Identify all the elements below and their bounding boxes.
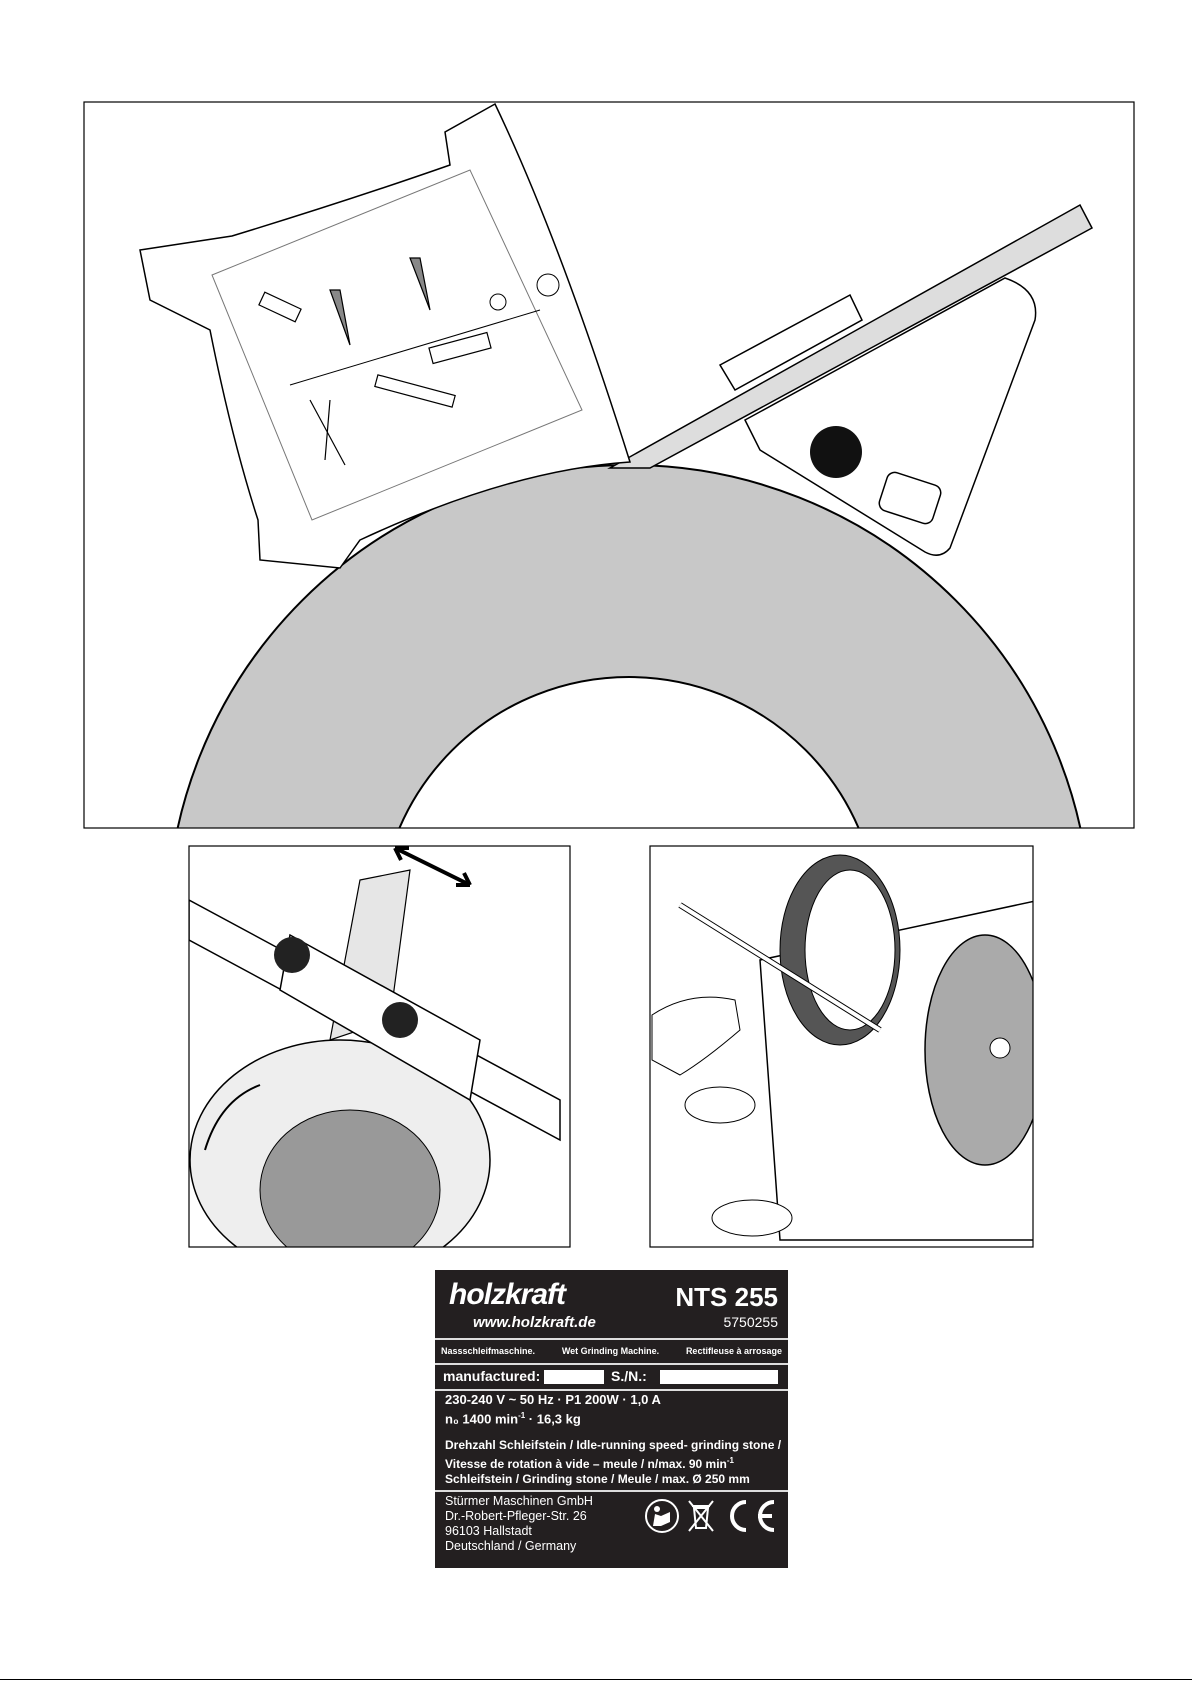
knob-2 [382, 1002, 418, 1038]
manufactured-label: manufactured: [443, 1368, 541, 1384]
article-number: 5750255 [723, 1314, 778, 1330]
ce-mark-icon [730, 1500, 775, 1532]
stone-specs: Drehzahl Schleifstein / Idle-running spe… [445, 1438, 781, 1487]
tool-rest-bar [607, 203, 1094, 469]
name-de: Nassschleifmaschine. [441, 1346, 536, 1356]
grinding-wheel [924, 934, 1033, 1166]
website: www.holzkraft.de [473, 1314, 596, 1331]
speed-line-1: Drehzahl Schleifstein / Idle-running spe… [445, 1438, 782, 1452]
label-plate [878, 471, 942, 525]
figure-3-frame [649, 845, 1034, 1248]
specs-line-1: 230-240 V ~ 50 Hz · P1 200W · 1,0 A [445, 1392, 661, 1407]
figure-honing-wheel [651, 854, 1033, 1241]
electrical-specs: 230-240 V ~ 50 Hz · P1 200W · 1,0 A n₀ 1… [445, 1392, 661, 1427]
hand [651, 996, 741, 1076]
figure-2-frame [188, 845, 571, 1248]
speed-line-3: Schleifstein / Grinding stone / Meule / … [445, 1472, 750, 1486]
wheel-hole [398, 676, 860, 828]
weee-bin-icon [688, 1500, 714, 1532]
specs-line-2: n₀ 1400 min-1 · 16,3 kg [445, 1411, 581, 1427]
angle-template [139, 102, 632, 569]
nameplate: holzkraft www.holzkraft.de NTS 255 57502… [435, 1270, 788, 1568]
name-fr: Rectifleuse à arrosage [685, 1346, 782, 1356]
speed-line-2: Vitesse de rotation à vide – meule / n/m… [445, 1456, 735, 1471]
footer-rule [0, 1679, 1192, 1680]
black-knob [810, 426, 862, 478]
tool-rest-block [718, 293, 863, 392]
serial-label: S./N.: [611, 1368, 647, 1384]
model-name: NTS 255 [675, 1282, 778, 1312]
tool-holder [279, 933, 481, 1102]
manufacture-row: manufactured: S./N.: [435, 1365, 788, 1387]
figure-tool-holder [189, 846, 561, 1247]
rotation-arrow-icon [204, 1084, 261, 1151]
read-manual-icon [645, 1499, 679, 1533]
tool-icons [258, 257, 492, 466]
machine-names: Nassschleifmaschine. Wet Grinding Machin… [435, 1340, 788, 1362]
brand-logo: holzkraft [449, 1278, 566, 1311]
serial-field [660, 1370, 778, 1384]
double-arrow-icon [393, 846, 472, 887]
manufacturer-address: Stürmer Maschinen GmbH Dr.-Robert-Pflege… [445, 1494, 593, 1553]
name-en: Wet Grinding Machine. [561, 1346, 660, 1356]
figure-1-frame [83, 101, 1135, 829]
paste-tin [684, 1086, 756, 1124]
knob-1 [274, 937, 310, 973]
paste-lid [711, 1199, 793, 1237]
figure-template-on-wheel [139, 102, 1094, 828]
manufactured-field [544, 1370, 604, 1384]
holder-bracket [744, 277, 1037, 556]
